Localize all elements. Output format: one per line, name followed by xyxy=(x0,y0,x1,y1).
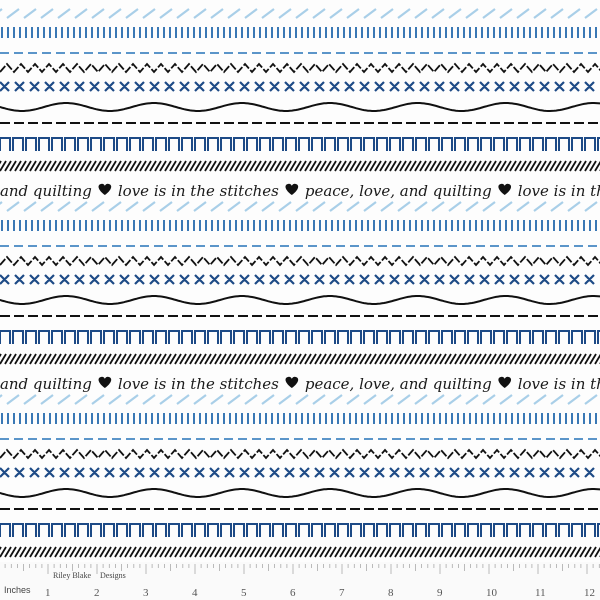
ruler-brand-right: Designs xyxy=(100,571,126,580)
phrase-text: love is in the stitches xyxy=(518,375,600,393)
cross-stitch-row xyxy=(0,81,595,92)
phrase-text: peace, love, and quilting xyxy=(305,182,492,200)
ruler-ticks xyxy=(4,564,600,574)
blanket-stitch-row xyxy=(0,330,600,344)
diagonal-stitch-row xyxy=(0,394,598,405)
cross-stitch-row xyxy=(0,467,595,478)
zigzag-stitch-row xyxy=(0,255,600,267)
ruler-number: 5 xyxy=(241,587,247,599)
phrase-text: love is in the stitches xyxy=(118,182,279,200)
phrase-text: love is in the stitches xyxy=(518,182,600,200)
phrase-row: peace, love, and quilting love is in the … xyxy=(0,375,600,393)
vertical-stitch-row xyxy=(1,27,597,38)
ruler-number: 7 xyxy=(339,587,345,599)
ruler-number: 9 xyxy=(437,587,443,599)
ruler-number: 4 xyxy=(192,587,198,599)
vertical-stitch-row xyxy=(1,413,597,424)
vertical-stitch-row xyxy=(1,220,597,231)
zigzag-stitch-row xyxy=(0,62,600,74)
blanket-stitch-row xyxy=(0,523,600,537)
diagonal-stitch-row xyxy=(0,201,598,212)
wave-stitch-row xyxy=(0,102,600,112)
heart-icon xyxy=(285,183,299,195)
pattern-area xyxy=(0,8,600,558)
phrase-text: peace, love, and quilting xyxy=(305,375,492,393)
ruler-brand-left: Riley Blake xyxy=(53,571,91,580)
pattern-repeat xyxy=(0,8,600,172)
ruler-number: 3 xyxy=(143,587,149,599)
phrase-text: peace, love, and quilting xyxy=(0,375,92,393)
wave-stitch-row xyxy=(0,488,600,498)
blanket-stitch-row xyxy=(0,137,600,151)
hatch-stitch-row xyxy=(0,353,600,365)
ruler-number: 8 xyxy=(388,587,394,599)
pattern-repeat xyxy=(0,201,600,365)
hatch-stitch-row xyxy=(0,546,600,558)
heart-icon xyxy=(98,183,112,195)
hatch-stitch-row xyxy=(0,160,600,172)
cross-stitch-row xyxy=(0,274,595,285)
ruler-number: 10 xyxy=(486,587,498,599)
ruler-unit-label: Inches xyxy=(4,585,31,595)
diagonal-stitch-row xyxy=(0,8,598,19)
pattern-repeat xyxy=(0,394,600,558)
phrase-row: peace, love, and quilting love is in the … xyxy=(0,182,600,200)
phrase-text: love is in the stitches xyxy=(118,375,279,393)
ruler-number: 11 xyxy=(535,587,546,599)
phrase-text: peace, love, and quilting xyxy=(0,182,92,200)
ruler-number: 12 xyxy=(584,587,595,599)
heart-icon xyxy=(285,376,299,388)
zigzag-stitch-row xyxy=(0,448,600,460)
heart-icon xyxy=(498,183,512,195)
heart-icon xyxy=(498,376,512,388)
ruler-number: 1 xyxy=(45,587,51,599)
heart-icon xyxy=(98,376,112,388)
ruler-number: 6 xyxy=(290,587,296,599)
wave-stitch-row xyxy=(0,295,600,305)
ruler-number: 2 xyxy=(94,587,100,599)
